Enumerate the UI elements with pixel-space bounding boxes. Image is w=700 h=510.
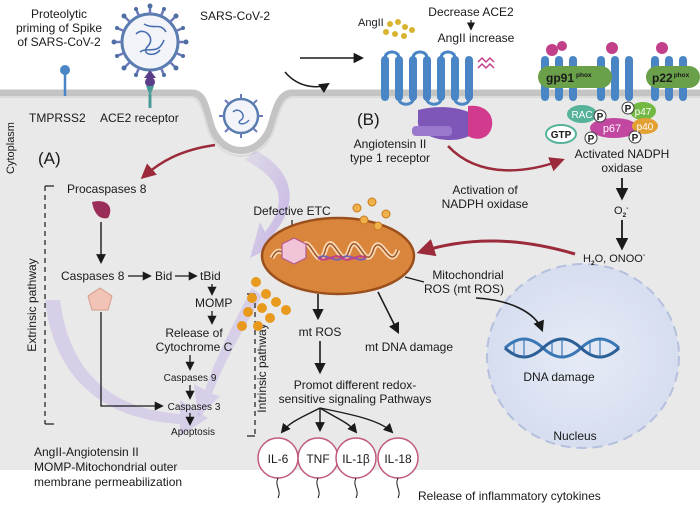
nucleus	[486, 263, 680, 449]
panel-a-label: (A)	[38, 149, 61, 168]
sars-cov-2-virion-icon	[111, 3, 189, 78]
cytokine-branches	[280, 407, 394, 434]
ros-particles-icon	[237, 277, 291, 331]
p22-label: p22phox	[652, 71, 690, 85]
angii-molecules-icon	[383, 19, 415, 39]
superoxide-label: O2-	[614, 205, 628, 219]
il6-label: IL-6	[268, 452, 289, 466]
dna-helix-icon	[503, 337, 621, 359]
gtp-label: GTP	[551, 130, 572, 141]
decrease-ace2-label: Decrease ACE2	[428, 5, 514, 19]
arrow-caspase8-to-caspase3	[100, 312, 164, 411]
arrow-mtros-to-nucleus	[475, 297, 544, 333]
cytokine-il1b-icon	[335, 437, 377, 499]
p40-label: p40	[637, 122, 654, 133]
release-label-1: Release of	[165, 326, 223, 340]
activation-label-1: Activation of	[452, 183, 518, 197]
apoptosis-label: Apoptosis	[171, 427, 215, 438]
h2o2-onoo-label: H2O, ONOO-	[583, 252, 645, 267]
procaspases8-label: Procaspases 8	[67, 182, 147, 196]
angii-increase-label: AngII increase	[438, 31, 515, 45]
phospho-label-3: P	[625, 104, 632, 115]
panel-b-label: (B)	[357, 110, 380, 129]
caspase8-icon	[87, 287, 113, 311]
legend-line-1: AngII-Angiotensin II	[34, 445, 139, 459]
sarscov2-label: SARS-CoV-2	[200, 9, 270, 23]
il18-label: IL-18	[384, 452, 412, 466]
defective-etc-hexagon-icon	[281, 237, 307, 265]
arrow-virus-to-receptor	[284, 71, 330, 94]
endocytosed-virion-icon	[219, 94, 263, 138]
angii-label: AngII	[358, 17, 384, 29]
proteolytic-label-1: Proteolytic	[31, 7, 87, 21]
rac-label: RAC	[571, 110, 592, 121]
caspases3-label: Caspases 3	[168, 402, 221, 413]
arrow-mito-to-mtdna	[377, 291, 400, 335]
promot-label-1: Promot different redox-	[294, 378, 417, 392]
procaspase8-icon	[92, 201, 111, 219]
promot-label-2: sensitive signaling Pathways	[279, 392, 432, 406]
phospho-label-2: P	[588, 134, 595, 145]
phospho-label-4: P	[632, 133, 639, 144]
tbid-label: tBid	[200, 269, 221, 283]
p67-label: p67	[603, 123, 621, 135]
mito-top-particles-icon	[352, 197, 391, 231]
spike-ace2-binding-icon	[144, 70, 156, 108]
g-protein-complex-icon	[412, 105, 493, 140]
arrow-endosome-to-procaspase	[140, 143, 216, 179]
p47-label: p47	[635, 107, 652, 118]
tmprss2-protease-icon	[60, 65, 70, 96]
mt-dna-damage-label: mt DNA damage	[365, 340, 453, 354]
activated-nadph-label-2: oxidase	[601, 161, 643, 175]
phospho-label-1: P	[597, 112, 604, 123]
cytokine-tnf-icon	[297, 437, 339, 499]
at1-receptor-icon	[381, 50, 473, 106]
purple-arrow-to-mitochondria	[245, 150, 290, 258]
phosphorylation-zigzag-icon	[477, 56, 495, 70]
mitochondrion-icon	[260, 216, 416, 296]
dna-damage-label: DNA damage	[523, 370, 595, 384]
ace2-receptor-label: ACE2 receptor	[100, 111, 179, 125]
cell-membrane	[0, 89, 700, 154]
il1b-label: IL-1β	[342, 452, 370, 466]
tmprss2-label: TMPRSS2	[29, 111, 86, 125]
mt-ros-label: mt ROS	[299, 325, 342, 339]
intrinsic-pathway-label: Intrinsic pathway	[255, 323, 269, 412]
cytokine-il18-icon	[377, 437, 419, 499]
nucleus-label: Nucleus	[553, 429, 596, 443]
release-cytokines-label: Release of inflammatory cytokines	[418, 489, 601, 503]
bid-label: Bid	[155, 269, 172, 283]
proteolytic-label-3: of SARS-CoV-2	[17, 35, 101, 49]
momp-label: MOMP	[195, 296, 232, 310]
arrow-at1r-to-nadph	[447, 145, 565, 172]
cytoplasm-label: Cytoplasm	[5, 122, 17, 174]
tnf-label: TNF	[306, 452, 329, 466]
cell-membrane-inner	[0, 96, 700, 157]
at1r-label-2: type 1 receptor	[350, 151, 430, 165]
nadph-oxidase-complex	[538, 41, 700, 145]
legend-line-2: MOMP-Mitochondrial outer	[34, 460, 177, 474]
caspases8-label: Caspases 8	[61, 269, 125, 283]
at1r-label-1: Angiotensin II	[354, 137, 427, 151]
legend-line-3: membrane permeabilization	[34, 475, 182, 489]
activated-nadph-label-1: Activated NADPH	[575, 147, 670, 161]
arrow-h2o2-to-mitochondria	[416, 239, 576, 257]
activation-label-2: NADPH oxidase	[442, 197, 529, 211]
mito-ros-label-2: ROS (mt ROS)	[424, 282, 504, 296]
caspases9-label: Caspases 9	[164, 373, 217, 384]
extrinsic-pathway-label: Extrinsic pathway	[25, 258, 39, 351]
proteolytic-label-2: priming of Spike	[16, 21, 102, 35]
mito-ros-label-1: Mitochondrial	[432, 268, 503, 282]
arrow-mito-ros-pointer	[404, 276, 425, 283]
defective-etc-label: Defective ETC	[253, 204, 331, 218]
purple-arrow-mito-to-intrinsic	[194, 288, 262, 418]
release-label-2: Cytochrome C	[156, 340, 233, 354]
cytokine-il6-icon	[257, 437, 299, 499]
